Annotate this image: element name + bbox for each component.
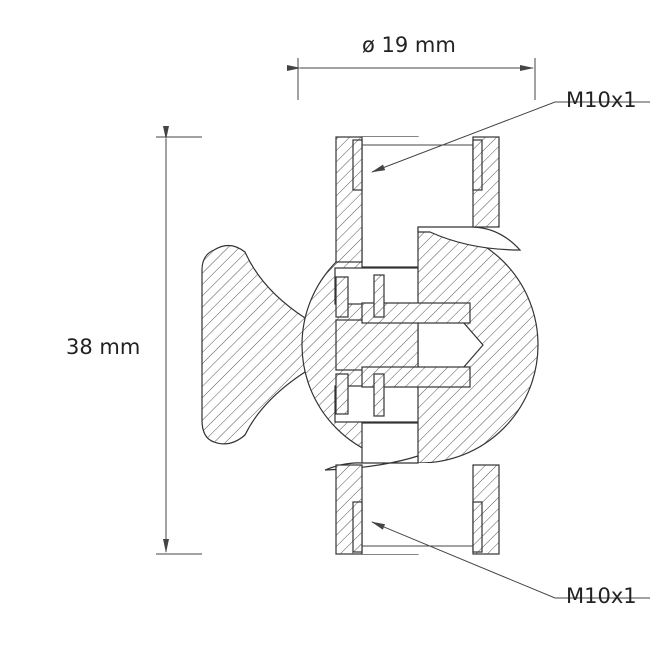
seal-ring	[373, 274, 385, 318]
diameter-label: ø 19 mm	[362, 33, 456, 57]
seal-ring	[373, 373, 385, 417]
bottom-thread-label: M10x1	[566, 584, 637, 608]
height-label: 38 mm	[66, 335, 141, 359]
handle	[201, 244, 306, 445]
lower-stem-collar	[361, 366, 471, 388]
thread-upper-right	[472, 139, 483, 191]
thread-upper-left	[352, 139, 363, 191]
seal-ring	[335, 276, 349, 318]
thread-lower-right	[472, 501, 483, 553]
top-thread-label: M10x1	[566, 88, 637, 112]
bottom-thread-leader	[371, 521, 650, 599]
lower-port	[362, 463, 473, 554]
thread-lower-left	[352, 501, 363, 553]
stem	[335, 319, 419, 371]
upper-port	[362, 137, 473, 227]
seal-ring	[335, 373, 349, 415]
upper-crescent	[417, 226, 522, 251]
upper-stem-collar	[361, 302, 471, 324]
top-thread-leader	[371, 101, 650, 173]
